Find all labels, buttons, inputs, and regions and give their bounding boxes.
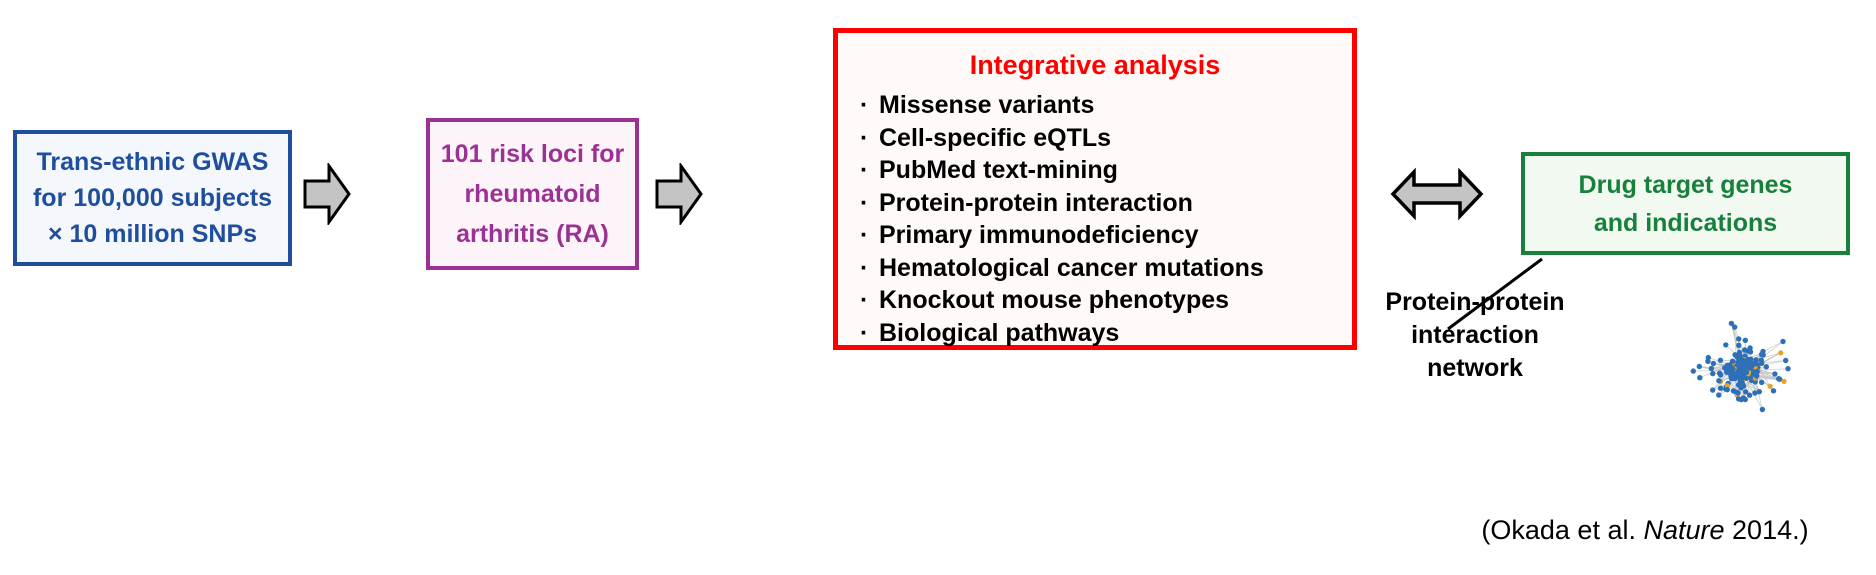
box-loci-line-3: arthritis (RA) (456, 220, 609, 248)
citation-journal: Nature (1643, 515, 1725, 545)
bullet-glyph: · (860, 91, 869, 119)
citation: (Okada et al. Nature 2014.) (1425, 515, 1865, 546)
list-item: · PubMed text-mining (860, 154, 1352, 187)
protein-protein-interaction-network-graphic (1603, 258, 1873, 473)
list-item-label: Biological pathways (879, 318, 1120, 347)
bullet-glyph: · (860, 123, 869, 152)
list-item-label: Missense variants (879, 91, 1095, 119)
citation-suffix: 2014.) (1724, 515, 1809, 545)
box-integrative-analysis: Integrative analysis ·Missense variants … (833, 28, 1357, 350)
list-item-label: Primary immunodeficiency (879, 221, 1199, 249)
bullet-glyph: · (860, 156, 869, 184)
network-nodes (1690, 320, 1791, 413)
box-loci-line-2: rheumatoid (464, 180, 601, 208)
bullet-glyph: · (860, 253, 869, 282)
box-drug-line-2: and indications (1593, 208, 1778, 237)
list-item: · Primary immunodeficiency (860, 219, 1352, 252)
list-item-label: Hematological cancer mutations (879, 253, 1264, 282)
box-drug-target-genes: Drug target genes and indications (1521, 152, 1850, 255)
list-item: · Hematological cancer mutations (860, 252, 1352, 285)
list-item: · Biological pathways (860, 317, 1352, 350)
box-loci-line-1: 101 risk loci for (440, 140, 625, 168)
integrative-analysis-title: Integrative analysis (969, 50, 1221, 80)
box-risk-loci: 101 risk loci for rheumatoid arthritis (… (426, 118, 639, 270)
list-item: · Protein-protein interaction (860, 187, 1352, 220)
ppi-caption-line-1: Protein-protein (1385, 288, 1565, 316)
list-item: · Cell-specific eQTLs (860, 122, 1352, 155)
ppi-caption-line-3: network (1427, 354, 1523, 382)
box-trans-ethnic-gwas: Trans-ethnic GWAS for 100,000 subjects ×… (13, 130, 292, 266)
list-item: · Missense variants (860, 89, 1352, 122)
bullet-glyph: · (860, 286, 869, 314)
bullet-glyph: · (860, 221, 869, 249)
right-arrow-icon-loci-to-integrative (655, 161, 703, 227)
box-drug-line-1: Drug target genes (1578, 170, 1793, 199)
box-gwas-line-1: Trans-ethnic GWAS (36, 148, 269, 176)
box-gwas-line-3: × 10 million SNPs (47, 220, 258, 248)
list-item-label: Protein-protein interaction (879, 188, 1193, 217)
list-item-label: PubMed text-mining (879, 156, 1118, 184)
box-gwas-line-2: for 100,000 subjects (32, 184, 272, 212)
leader-line (1440, 255, 1550, 335)
double-headed-arrow-icon-integrative-to-drug (1390, 167, 1484, 221)
list-item-label: Cell-specific eQTLs (879, 123, 1112, 152)
ppi-network-caption: Protein-protein interaction network (1360, 286, 1590, 385)
list-item-label: Knockout mouse phenotypes (879, 286, 1230, 314)
right-arrow-icon-gwas-to-loci (303, 161, 351, 227)
citation-prefix: (Okada et al. (1481, 515, 1644, 545)
bullet-glyph: · (860, 188, 869, 217)
bullet-glyph: · (860, 318, 869, 347)
integrative-analysis-list: ·Missense variants ·Cell-specific eQTLs … (838, 89, 1352, 349)
ppi-caption-line-2: interaction (1411, 321, 1539, 349)
list-item: · Knockout mouse phenotypes (860, 284, 1352, 317)
